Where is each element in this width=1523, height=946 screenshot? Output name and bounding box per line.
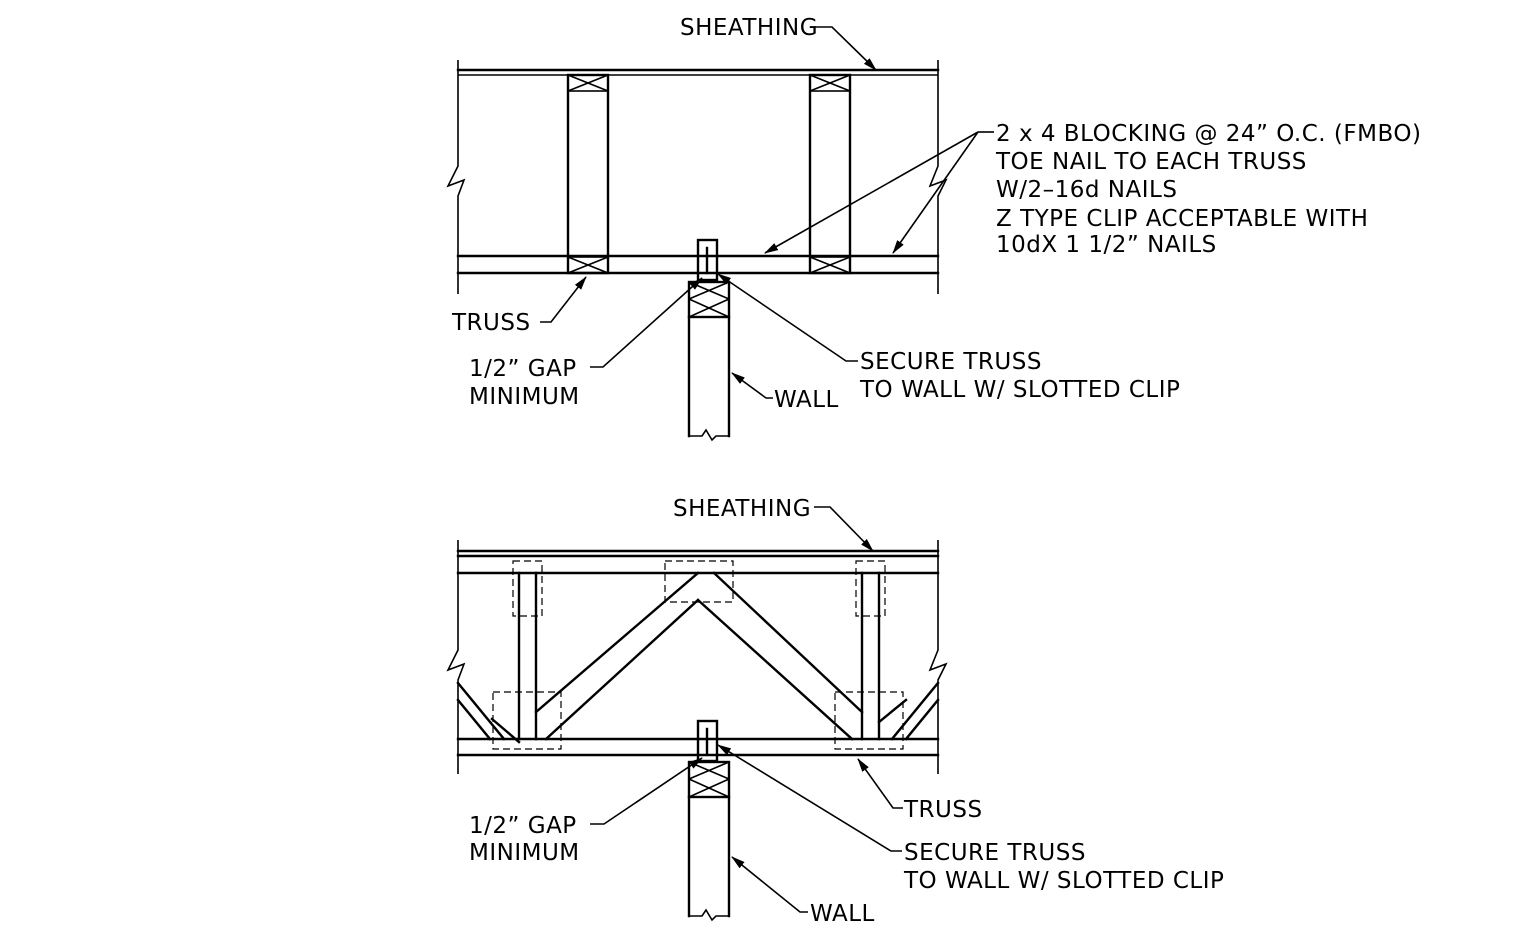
truss-vertical-left (517, 571, 538, 741)
top-blocking-right (808, 73, 852, 275)
truss-vertical-right (860, 571, 881, 741)
top-clip-label-2: TO WALL W/ SLOTTED CLIP (859, 377, 1180, 403)
top-blocking-left (566, 73, 610, 275)
bottom-detail: SHEATHING TRUSS 1/2” GAP MINIMUM WALL SE… (446, 496, 1224, 927)
top-truss-label: TRUSS (451, 310, 531, 336)
top-sheathing (456, 68, 940, 76)
top-slotted-clip (696, 238, 719, 282)
top-detail: SHEATHING 2 x 4 BLOCKING @ 24” O.C. (FMB… (446, 15, 1421, 442)
top-blocking-note: 2 x 4 BLOCKING @ 24” O.C. (FMBO) TOE NAI… (995, 121, 1421, 258)
blocking-note-line-4: Z TYPE CLIP ACCEPTABLE WITH (996, 206, 1368, 232)
blocking-note-line-1: 2 x 4 BLOCKING @ 24” O.C. (FMBO) (996, 121, 1421, 147)
bottom-top-chord (456, 554, 940, 575)
bottom-gap-label-1: 1/2” GAP (469, 813, 577, 839)
truss-web-right (696, 571, 864, 741)
bottom-truss-label: TRUSS (903, 797, 983, 823)
blocking-note-line-5: 10dX 1 1/2” NAILS (996, 232, 1217, 258)
top-wall-label: WALL (774, 387, 839, 413)
top-gap-label-1: 1/2” GAP (469, 356, 577, 382)
blocking-note-line-2: TOE NAIL TO EACH TRUSS (995, 149, 1307, 175)
truss-web-left (534, 571, 700, 741)
bottom-sheathing-label: SHEATHING (673, 496, 811, 522)
top-gap-label-2: MINIMUM (469, 384, 580, 410)
blocking-note-line-3: W/2–16d NAILS (996, 177, 1177, 203)
bottom-wall (687, 760, 731, 922)
gusset-plates (492, 560, 904, 750)
top-clip-label-1: SECURE TRUSS (860, 349, 1042, 375)
bottom-wall-label: WALL (810, 901, 875, 927)
bottom-clip-label-2: TO WALL W/ SLOTTED CLIP (903, 868, 1224, 894)
truss-web-end-right (877, 681, 940, 741)
bottom-clip-label-1: SECURE TRUSS (904, 840, 1086, 866)
bottom-break-lines (446, 540, 948, 774)
top-sheathing-label: SHEATHING (680, 15, 818, 41)
top-break-lines (446, 60, 948, 294)
truss-web-end-left (456, 681, 521, 744)
top-wall (687, 280, 731, 442)
bottom-gap-label-2: MINIMUM (469, 840, 580, 866)
